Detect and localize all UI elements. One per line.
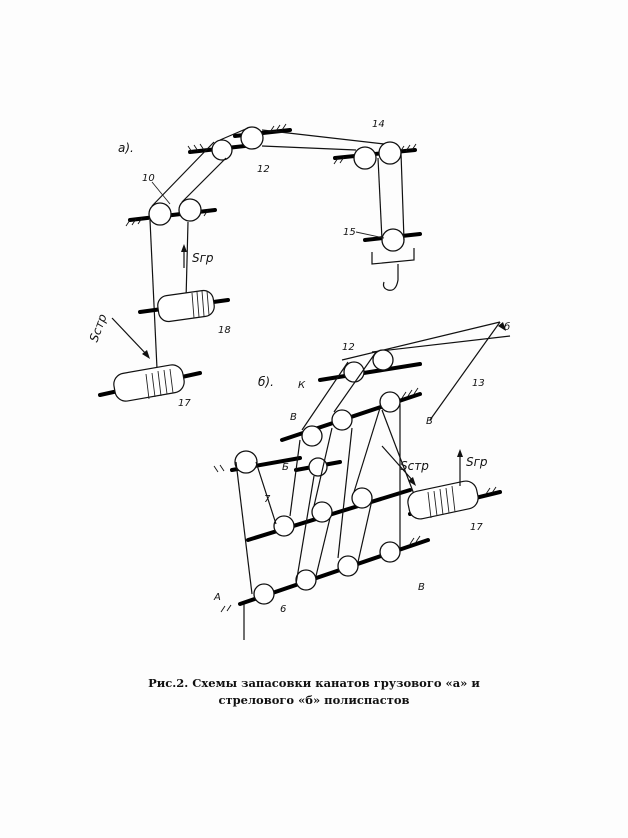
label-a-s-gr: Sгр <box>192 251 214 265</box>
drum-17-windings <box>145 368 174 400</box>
label-b-A: А <box>213 592 221 603</box>
scheme-b: б). <box>213 321 510 640</box>
shaft-a-lower <box>128 208 217 222</box>
arrow-b-top <box>498 322 506 331</box>
label-a-s-str: Sстр <box>87 312 110 344</box>
pulley-b-7b <box>311 501 333 523</box>
caption-line-2: стрелового «б» полиспастов <box>218 693 410 707</box>
drum-18 <box>157 289 215 323</box>
label-b-13-end: В <box>426 416 433 427</box>
drum-b-17-windings <box>427 485 456 519</box>
supports-b <box>213 387 497 613</box>
label-a-18: 18 <box>218 325 231 336</box>
arrow-s-str-b <box>381 445 415 483</box>
label-b-13: 13 <box>472 378 485 389</box>
pulley-b-6 <box>253 583 275 605</box>
arrow-s-str-a-head <box>142 350 150 359</box>
rope-b-13 <box>429 321 501 421</box>
arrow-s-gr-b-head <box>457 449 463 457</box>
arrow-s-str-b-head <box>408 477 416 486</box>
scheme-a-label: а). <box>118 141 134 155</box>
pulley-b-V <box>301 425 323 447</box>
caption-line-1: Рис.2. Схемы запасовки канатов грузового… <box>148 676 480 690</box>
label-b-12: 12 <box>342 342 355 353</box>
label-b-s-str: Sстр <box>400 459 429 473</box>
arrow-s-str-a <box>111 317 149 357</box>
pulley-a-10-left <box>148 202 172 226</box>
pulley-a-right-1 <box>353 146 377 170</box>
hook-icon <box>382 264 399 291</box>
pulley-b-6d <box>379 541 401 563</box>
label-b-s-gr: Sгр <box>466 455 488 469</box>
label-b-6: 6 <box>280 604 286 615</box>
rope-b-top-2 <box>371 335 511 353</box>
pulley-b-upper-3 <box>379 391 401 413</box>
rope-b-top-1 <box>341 321 501 361</box>
label-a-12: 12 <box>257 164 270 175</box>
hook-frame <box>371 248 415 265</box>
drum-b-17 <box>407 480 479 520</box>
pulley-b-7 <box>273 515 295 537</box>
label-a-14: 14 <box>372 119 385 130</box>
shaft-b-12 <box>318 362 422 382</box>
pulley-b-12 <box>343 361 365 383</box>
label-b-7: 7 <box>264 494 271 505</box>
supports-a <box>125 123 417 227</box>
label-b-B: Б <box>282 462 289 473</box>
pulley-b-7c <box>351 487 373 509</box>
pulley-a-14 <box>378 141 402 165</box>
pulley-a-mid <box>211 139 233 161</box>
pulley-b-upper-2 <box>331 409 353 431</box>
label-b-V-right: В <box>418 582 425 593</box>
pulley-b-6c <box>337 555 359 577</box>
label-b-top-b: б <box>504 321 510 333</box>
drum-18-windings <box>191 290 210 319</box>
pulley-b-12b <box>372 349 394 371</box>
label-b-K: К <box>298 380 306 391</box>
label-a-17: 17 <box>178 398 191 409</box>
ropes-b <box>235 351 421 640</box>
pulley-b-6b <box>295 569 317 591</box>
pulley-b-left <box>234 450 258 474</box>
label-b-V: В <box>290 412 297 423</box>
figure-caption: Рис.2. Схемы запасовки канатов грузового… <box>0 675 628 709</box>
scheme-b-label: б). <box>258 375 274 389</box>
scheme-a: а). <box>87 119 422 409</box>
label-a-10: 10 <box>142 173 155 184</box>
pulley-a-10-right <box>178 198 202 222</box>
arrow-s-gr-a-head <box>181 244 187 252</box>
pulley-a-12 <box>240 126 264 150</box>
pulley-a-15 <box>381 228 405 252</box>
label-b-17: 17 <box>470 522 483 533</box>
label-a-15: 15 <box>343 227 356 238</box>
